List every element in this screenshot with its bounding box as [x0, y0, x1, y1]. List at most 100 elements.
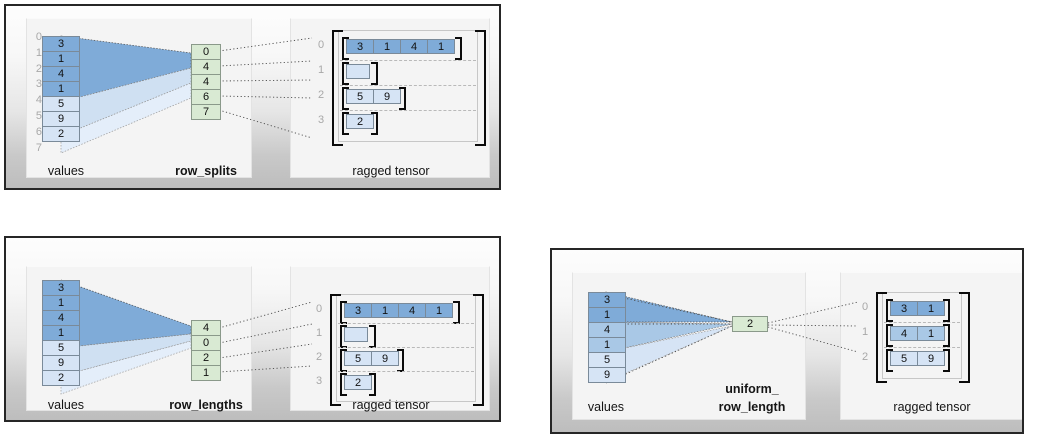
- ragged-cell: 1: [427, 39, 455, 54]
- ragged-cell: 1: [371, 303, 399, 318]
- partition-cell: 7: [191, 104, 221, 120]
- ragged-cell: 5: [890, 351, 918, 366]
- ragged-row-cells: 2: [346, 114, 374, 129]
- ragged-row-index: 2: [862, 351, 869, 363]
- values-label-row-lengths: values: [47, 398, 85, 412]
- value-index-label: 1: [35, 46, 42, 59]
- empty-row-cell: [344, 327, 368, 342]
- ragged-cell: 1: [425, 303, 453, 318]
- row-bracket: [886, 324, 950, 347]
- funnel-row-splits: [60, 35, 313, 154]
- ragged-row-index: 1: [862, 326, 869, 338]
- partition-label-line2-uniform-row-length: row_length: [718, 400, 786, 414]
- value-index-label: 0: [35, 31, 42, 43]
- value-cell: 1: [588, 337, 626, 353]
- value-index-label: 5: [35, 110, 42, 122]
- row-separator: [884, 322, 960, 323]
- row-separator: [340, 60, 476, 61]
- partition-cell: 2: [191, 350, 221, 366]
- ragged-tensor-box: [882, 292, 962, 379]
- ragged-row-index: 0: [316, 303, 323, 315]
- partition-cell: 6: [191, 89, 221, 105]
- row-bracket: [886, 299, 950, 322]
- outer-bracket: [332, 30, 486, 146]
- ragged-row-cells: 2: [344, 375, 372, 390]
- empty-row-cell: [346, 64, 370, 79]
- value-cell: 3: [588, 292, 626, 308]
- ragged-cell: 9: [917, 351, 945, 366]
- funnel-row-lengths: [60, 279, 313, 395]
- ragged-row-index: 1: [316, 327, 323, 339]
- outer-bracket: [330, 294, 484, 406]
- ragged-row-index: 2: [318, 89, 325, 101]
- partition-cell: 4: [191, 59, 221, 75]
- ragged-tensor-box: [338, 30, 478, 142]
- ragged-tensor-box: [336, 294, 476, 402]
- ragged-card-row-lengths: [290, 266, 490, 411]
- value-cell: 3: [42, 36, 80, 52]
- partition-label-line1-uniform-row-length: uniform_: [725, 382, 779, 396]
- ragged-cell: 9: [373, 89, 401, 104]
- row-separator: [340, 110, 476, 111]
- ragged-row-index: 0: [862, 301, 869, 313]
- row-separator: [340, 85, 476, 86]
- value-cell: 1: [42, 325, 80, 341]
- row-separator: [338, 347, 474, 348]
- value-cell: 3: [42, 280, 80, 296]
- partition-cell: 4: [191, 320, 221, 336]
- value-cell: 9: [42, 111, 80, 127]
- value-index-label: 6: [35, 125, 42, 138]
- ragged-cell: 4: [398, 303, 426, 318]
- ragged-row-index: 0: [318, 39, 325, 51]
- values-label-row-splits: values: [47, 164, 85, 178]
- row-bracket: [342, 62, 378, 85]
- ragged-row-cells: [344, 327, 368, 342]
- ragged-cell: 4: [890, 326, 918, 341]
- value-index-label: 7: [35, 141, 42, 154]
- value-cell: 1: [588, 307, 626, 323]
- ragged-cell: 5: [344, 351, 372, 366]
- row-bracket: [342, 112, 378, 135]
- ragged-cell: 3: [346, 39, 374, 54]
- value-index-label: 2: [35, 62, 42, 75]
- value-cell: 9: [42, 355, 80, 371]
- value-cell: 5: [42, 340, 80, 356]
- value-cell: 5: [588, 352, 626, 368]
- value-cell: 4: [588, 322, 626, 338]
- row-bracket: [342, 37, 462, 60]
- ragged-cell: 2: [344, 375, 372, 390]
- values-label-uniform-row-length: values: [587, 400, 625, 414]
- ragged-row-index: 3: [316, 375, 323, 387]
- ragged-cell: 2: [346, 114, 374, 129]
- partition-cell: 2: [732, 316, 768, 332]
- ragged-row-index: 3: [318, 114, 325, 126]
- ragged-tensor-label-uniform-row-length: ragged tensor: [893, 400, 971, 414]
- ragged-cell: 1: [373, 39, 401, 54]
- ragged-cell: 3: [344, 303, 372, 318]
- row-bracket: [886, 349, 950, 372]
- value-index-label: 4: [35, 94, 42, 107]
- row-separator: [338, 323, 474, 324]
- ragged-cell: 9: [371, 351, 399, 366]
- ragged-cell: 5: [346, 89, 374, 104]
- ragged-row-index: 2: [316, 351, 323, 363]
- value-cell: 2: [42, 126, 80, 142]
- outer-bracket: [876, 292, 970, 383]
- value-index-label: 3: [35, 78, 42, 91]
- partition-cell: 1: [191, 365, 221, 381]
- ragged-row-cells: [346, 64, 370, 79]
